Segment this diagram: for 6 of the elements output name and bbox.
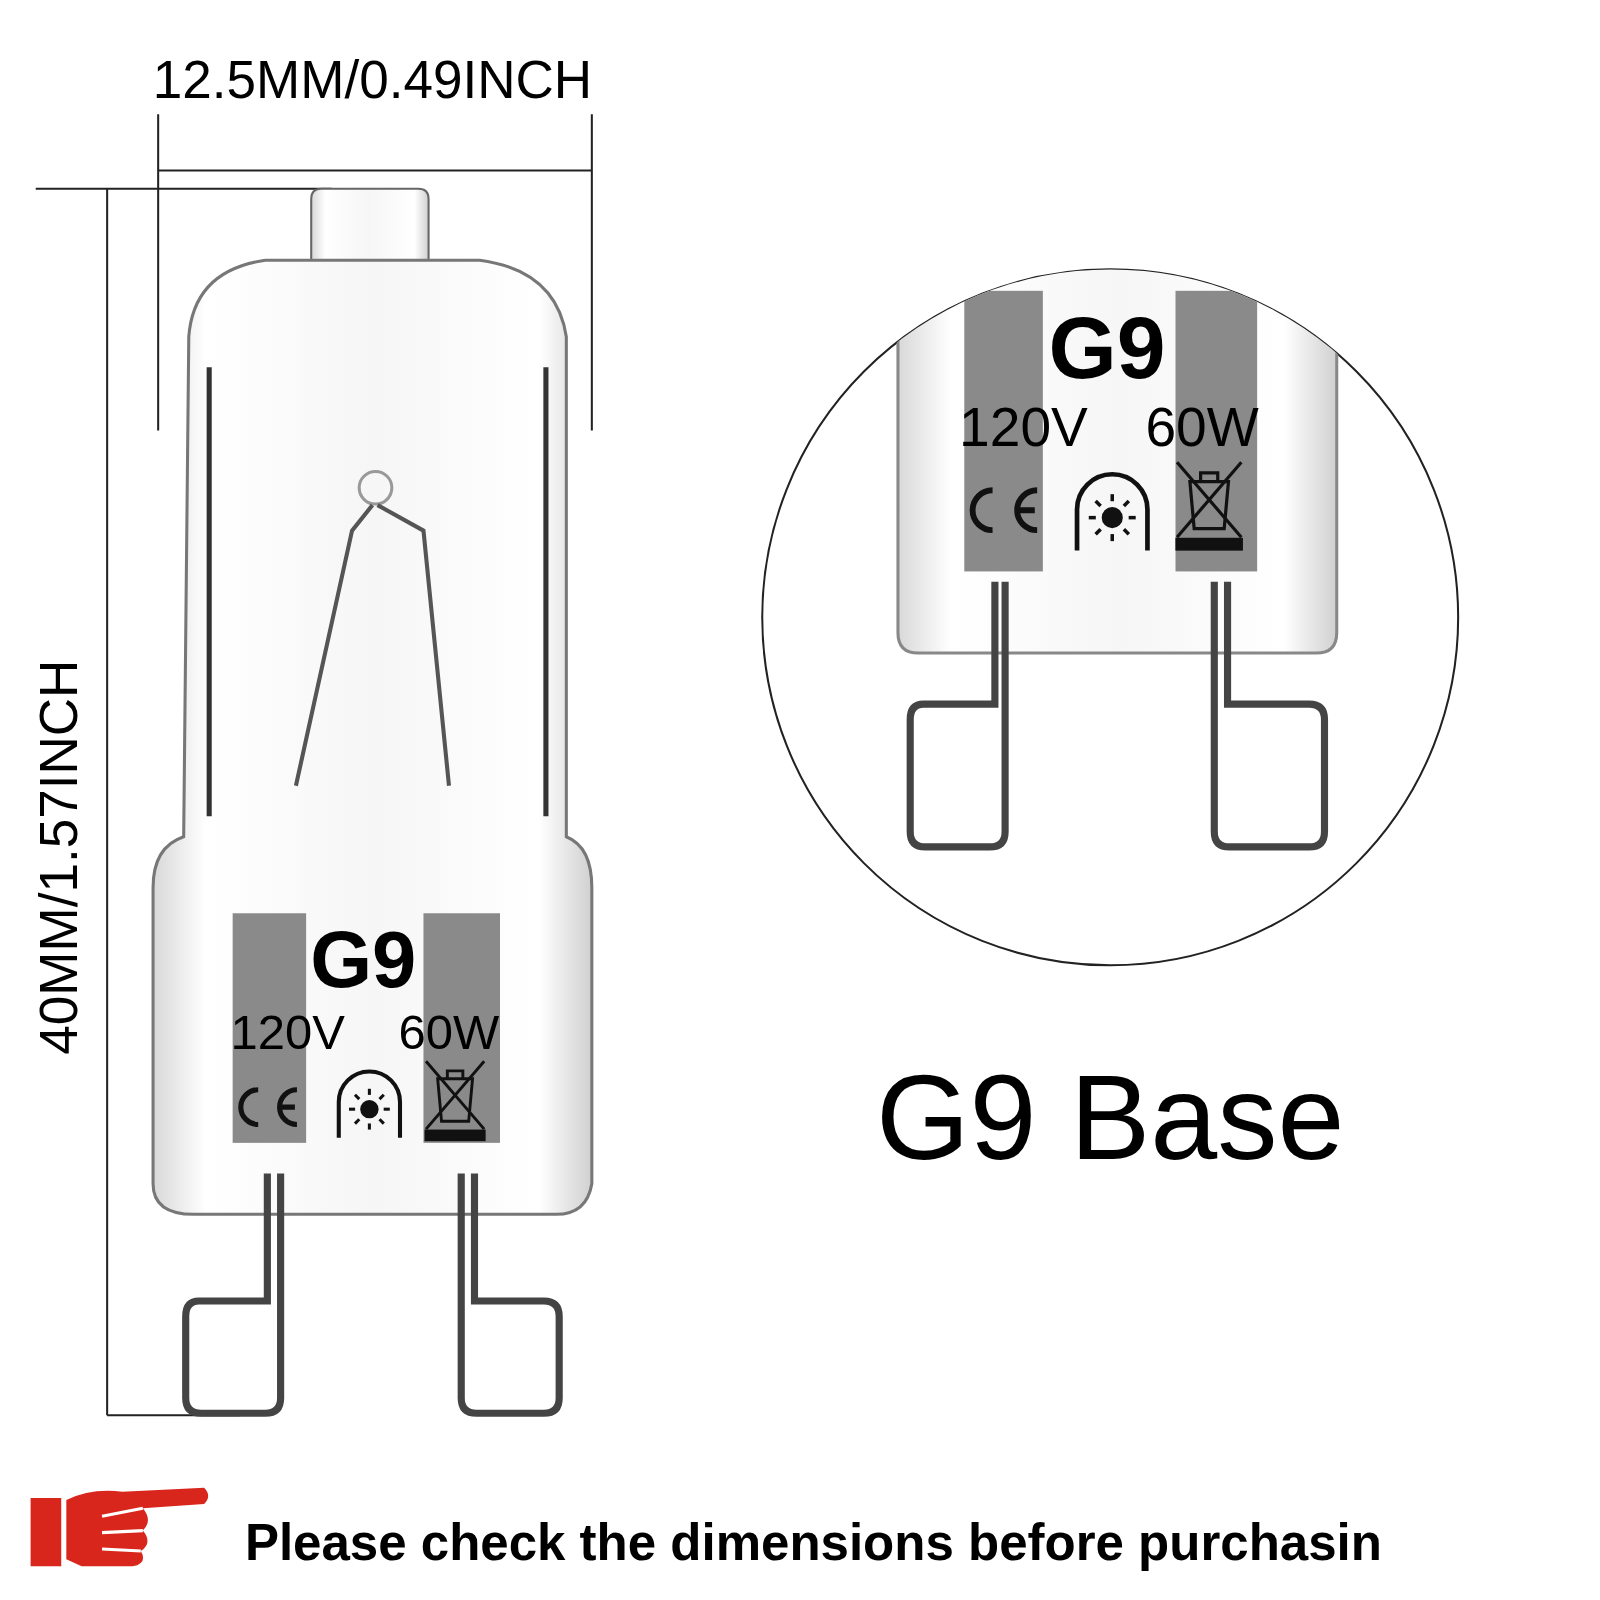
product-title: G9 Base: [875, 1057, 1345, 1178]
socket-type-label: G9: [310, 919, 417, 999]
dimension-label: 12.5MM/0.49INCH: [152, 53, 593, 107]
socket-type-label: G9: [1048, 303, 1166, 391]
notice-text: Please check the dimensions before purchasin: [244, 1517, 1382, 1569]
dimension-label: 40MM/1.57INCH: [31, 659, 85, 1055]
